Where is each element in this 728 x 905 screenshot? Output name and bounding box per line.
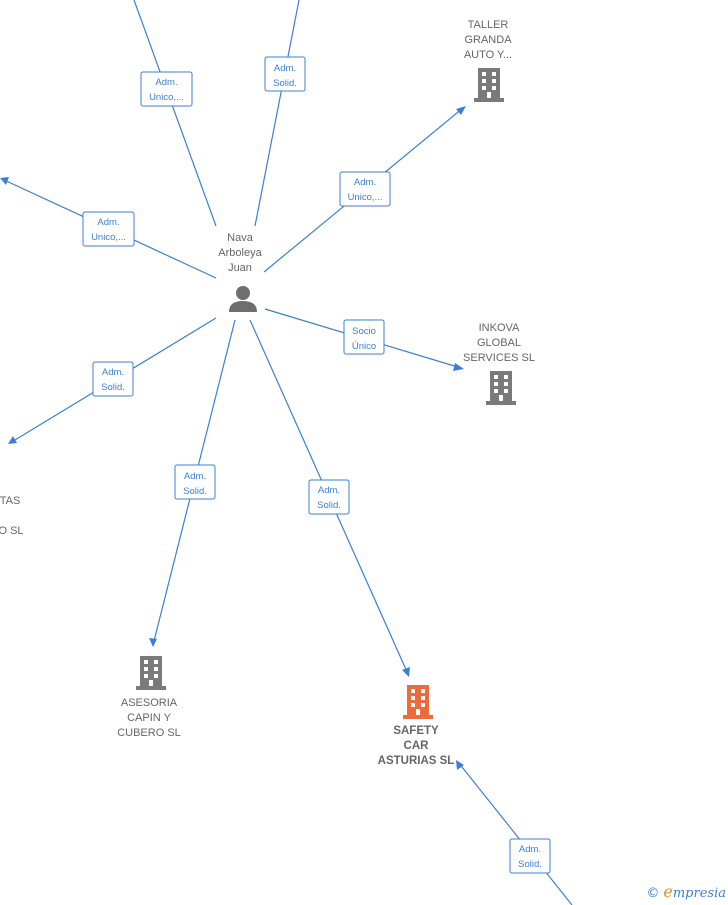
brand-footer: ©empresia (646, 882, 726, 901)
relation-text: Adm. (102, 367, 124, 378)
company-node-left-partial[interactable]: TAS O SL (0, 495, 24, 537)
arrowhead-left (0, 177, 9, 185)
edges (1, 0, 573, 905)
relation-text: Adm. (519, 844, 541, 855)
company-name-line: CUBERO SL (117, 727, 181, 739)
person-name-line: Arboleya (218, 247, 262, 259)
building-icon (403, 685, 433, 719)
brand-logo-text: mpresia (672, 886, 726, 901)
building-icon (136, 656, 166, 690)
relation-text: Solid. (273, 78, 297, 89)
arrowhead-asesoria (149, 638, 157, 647)
relation-asesoria[interactable]: Adm. Solid. (174, 464, 216, 500)
relation-text: Adm. (274, 63, 296, 74)
person-name-line: Juan (228, 262, 252, 274)
copyright-symbol: © (646, 886, 660, 901)
company-name-line: CAPIN Y (127, 712, 171, 724)
arrowhead-safety (402, 667, 410, 677)
relation-text: Adm. (97, 217, 119, 228)
company-name-line: TAS (0, 495, 20, 507)
relation-text: Adm. (318, 485, 340, 496)
relation-top[interactable]: Adm. Solid. (264, 56, 306, 92)
relation-text: Adm. (184, 471, 206, 482)
relation-taller[interactable]: Adm. Unico,... (339, 171, 391, 207)
company-name-line: CAR (404, 740, 430, 752)
building-icon (474, 68, 504, 102)
relation-text: Unico,... (149, 92, 184, 103)
relation-text: Solid. (183, 486, 207, 497)
relation-lower-left[interactable]: Adm. Solid. (92, 361, 134, 397)
relation-top-left[interactable]: Adm. Unico,... (140, 71, 193, 107)
company-node-safety[interactable]: SAFETY CAR ASTURIAS SL (378, 685, 455, 767)
relation-safety[interactable]: Adm. Solid. (308, 479, 350, 515)
arrowhead-taller (456, 106, 466, 115)
company-name-line: GRANDA (464, 34, 512, 46)
person-name-line: Nava (227, 232, 254, 244)
relation-text: Solid. (317, 500, 341, 511)
relation-text: Unico,... (91, 232, 126, 243)
relation-text: Solid. (101, 382, 125, 393)
company-name-line: INKOVA (479, 322, 520, 334)
company-node-asesoria[interactable]: ASESORIA CAPIN Y CUBERO SL (117, 656, 181, 739)
company-node-taller[interactable]: TALLER GRANDA AUTO Y... (464, 19, 512, 102)
brand-logo-initial: e (663, 882, 673, 901)
edge-top (254, 0, 300, 227)
relation-left[interactable]: Adm. Unico,... (82, 211, 135, 247)
relation-text: Socio (352, 326, 376, 337)
relation-text: Adm. (354, 177, 376, 188)
arrowhead-inkova (453, 363, 464, 371)
company-name-line: AUTO Y... (464, 49, 512, 61)
relation-text: Único (352, 341, 376, 352)
company-name-line: SERVICES SL (463, 352, 535, 364)
building-icon (486, 371, 516, 405)
edge-top-left (133, 0, 217, 227)
company-name-line: ASESORIA (121, 697, 178, 709)
edge-bottom (457, 761, 573, 905)
company-name-line: GLOBAL (477, 337, 521, 349)
company-name-line: ASTURIAS SL (378, 755, 455, 767)
company-name-line: TALLER (468, 19, 509, 31)
person-node[interactable]: Nava Arboleya Juan (218, 232, 263, 312)
company-name-line: O SL (0, 525, 24, 537)
relation-text: Unico,... (348, 192, 383, 203)
relation-text: Adm. (155, 77, 177, 88)
relation-bottom[interactable]: Adm. Solid. (509, 838, 551, 874)
arrowhead-lower-left (8, 436, 17, 444)
relation-text: Solid. (518, 859, 542, 870)
company-node-inkova[interactable]: INKOVA GLOBAL SERVICES SL (463, 322, 535, 405)
arrowhead-safety-bottom (456, 760, 464, 770)
company-name-line: SAFETY (393, 725, 439, 737)
person-icon (229, 286, 257, 312)
relation-inkova[interactable]: Socio Único (343, 319, 385, 355)
arrowheads (0, 106, 466, 770)
